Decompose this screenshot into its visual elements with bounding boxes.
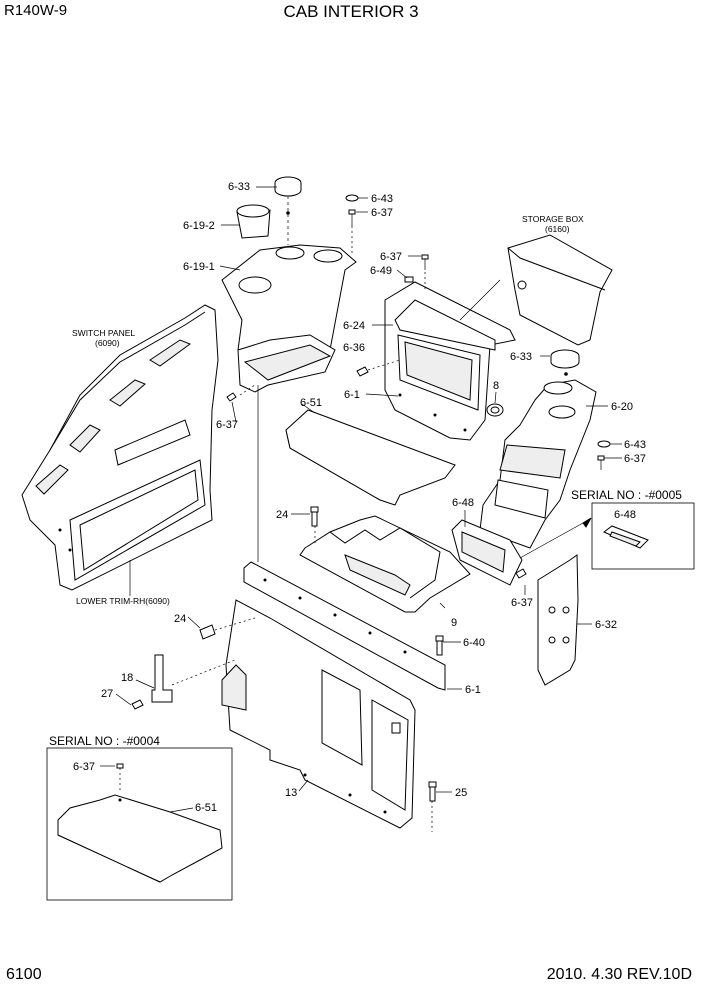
- callout-13: 13: [285, 787, 297, 799]
- callout-6-43-b: 6-43: [624, 439, 646, 451]
- storage-box-note: STORAGE BOX: [522, 214, 584, 224]
- callout-6-48-a: 6-48: [452, 497, 474, 509]
- switch-panel-code: (6090): [95, 338, 120, 348]
- bolt-25-part: [428, 781, 437, 802]
- serial-box-1: [591, 502, 695, 570]
- bolt-24-a-part: [310, 506, 319, 527]
- cover-6-51-a-part: [285, 409, 456, 506]
- callout-6-51-a: 6-51: [300, 397, 322, 409]
- callout-6-37-b: 6-37: [371, 207, 393, 219]
- serial-note-1: SERIAL NO : -#0005: [571, 488, 682, 502]
- screw-6-37-a-part: [226, 392, 237, 402]
- screw-6-37-e-part: [515, 568, 527, 579]
- rear-console-part: [221, 244, 357, 393]
- plug-6-43-b-part: [597, 440, 611, 448]
- cap-6-33-b-part: [550, 349, 580, 369]
- callout-6-20: 6-20: [611, 401, 633, 413]
- switch-panel-note: SWITCH PANEL: [72, 328, 135, 338]
- console-frame-6-24-part: [384, 281, 516, 441]
- grommet-8-part: [486, 403, 504, 417]
- callout-6-49: 6-49: [370, 265, 392, 277]
- callout-6-33-b: 6-33: [510, 351, 532, 363]
- page-number: 6100: [6, 966, 42, 983]
- callout-6-19-2: 6-19-2: [183, 220, 215, 232]
- storage-box-code: (6160): [545, 224, 570, 234]
- callout-6-37-c: 6-37: [380, 251, 402, 263]
- callout-6-43-a: 6-43: [371, 193, 393, 205]
- revision-date: 2010. 4.30 REV.10D: [546, 966, 692, 983]
- callout-9: 9: [451, 617, 457, 629]
- front-console-6-20-part: [479, 379, 597, 549]
- cap-6-33-a-part: [274, 176, 302, 197]
- clip-6-49-part: [404, 276, 414, 283]
- cup-holder-6-19-2-part: [236, 204, 271, 239]
- callout-8: 8: [493, 380, 499, 392]
- lever-18-part: [151, 654, 173, 703]
- screw-6-36-part: [356, 366, 369, 377]
- bolt-24-b-part: [199, 624, 216, 640]
- callout-6-1-a: 6-1: [344, 389, 360, 401]
- callout-6-32: 6-32: [595, 619, 617, 631]
- callout-6-33: 6-33: [228, 181, 250, 193]
- callout-6-51-b: 6-51: [195, 802, 217, 814]
- plug-6-43-a-part: [345, 194, 359, 202]
- storage-box-part: [507, 234, 613, 346]
- serial-note-2: SERIAL NO : -#0004: [49, 734, 160, 748]
- callout-24-b: 24: [174, 613, 186, 625]
- screw-6-37-b-part: [348, 209, 356, 226]
- bolt-6-40-part: [435, 635, 444, 656]
- model-number: R140W-9: [4, 2, 68, 19]
- callout-25: 25: [455, 787, 467, 799]
- serial-box-2: [46, 747, 233, 901]
- lower-trim-note: LOWER TRIM-RH(6090): [76, 596, 170, 606]
- switch-panel-part: [21, 304, 219, 591]
- callout-6-40: 6-40: [463, 637, 485, 649]
- callout-6-37-f: 6-37: [73, 761, 95, 773]
- callout-6-1-b: 6-1: [465, 684, 481, 696]
- rail-6-1-b-part: [243, 561, 446, 691]
- callout-27: 27: [101, 688, 113, 700]
- callout-6-48-b: 6-48: [614, 509, 636, 521]
- screw-6-37-c-part: [421, 254, 429, 270]
- screw-27-part: [131, 699, 144, 710]
- lower-panel-13-part: [221, 599, 416, 829]
- tray-9-part: [299, 515, 471, 613]
- side-bracket-6-32-part: [537, 554, 579, 686]
- callout-24-a: 24: [276, 509, 288, 521]
- callout-18: 18: [121, 672, 133, 684]
- callout-6-36: 6-36: [343, 342, 365, 354]
- callout-6-19-1: 6-19-1: [183, 261, 215, 273]
- page-title: CAB INTERIOR 3: [283, 2, 419, 21]
- callout-6-37-d: 6-37: [624, 453, 646, 465]
- pocket-6-48-part: [451, 519, 523, 586]
- callout-6-24: 6-24: [343, 320, 365, 332]
- callout-6-37-a: 6-37: [216, 419, 238, 431]
- callout-6-37-e: 6-37: [511, 597, 533, 609]
- leader-lines: [100, 186, 622, 813]
- screw-6-37-d-part: [597, 455, 605, 470]
